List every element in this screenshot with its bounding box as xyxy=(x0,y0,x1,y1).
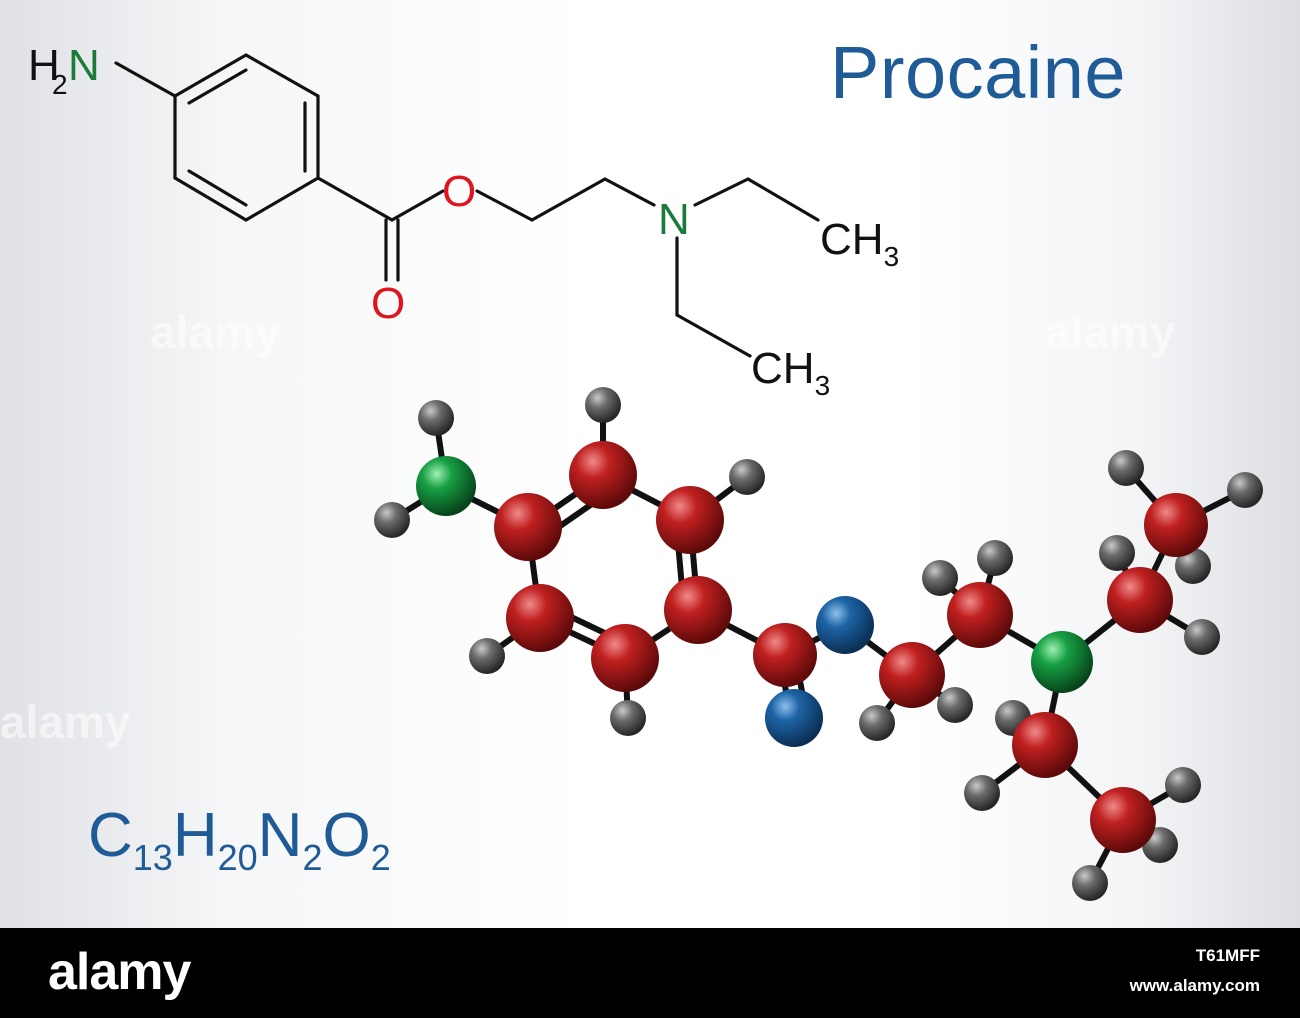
carbon-atom xyxy=(879,642,945,708)
oxygen-atom xyxy=(765,689,823,747)
carbonyl-oxygen-label: O xyxy=(371,279,405,328)
amine-label: H xyxy=(28,41,60,90)
footer-bar: alamy T61MFF www.alamy.com xyxy=(0,928,1300,1018)
image-id: T61MFF xyxy=(1195,946,1260,965)
carbon-atom xyxy=(506,584,574,652)
hydrogen-atoms-front xyxy=(964,450,1263,901)
diagram-canvas: alamy alamy alamy alamy xyxy=(0,0,1300,928)
svg-text:2: 2 xyxy=(52,69,68,100)
hydrogen-atoms xyxy=(374,387,1211,863)
carbon-atom xyxy=(1090,787,1156,853)
ester-oxygen-label: O xyxy=(442,167,476,216)
carbon-atom xyxy=(1107,567,1173,633)
skeletal-structure: H 2 N O O N CH3 CH3 xyxy=(28,41,899,401)
carbon-atom xyxy=(569,441,637,509)
footer-url: www.alamy.com xyxy=(1129,976,1260,995)
carbon-atom xyxy=(947,582,1013,648)
carbon-atom xyxy=(494,493,562,561)
carbon-atom xyxy=(1012,712,1078,778)
brand-logo: alamy xyxy=(48,943,191,1001)
ball-and-stick-model xyxy=(374,387,1263,901)
watermark: alamy xyxy=(1045,306,1176,358)
nitrogen-atom xyxy=(416,456,476,516)
carbon-atom xyxy=(591,624,659,692)
carbon-atom xyxy=(1144,493,1208,557)
watermark: alamy xyxy=(150,306,281,358)
bond xyxy=(114,61,177,98)
heavy-atoms xyxy=(416,441,1208,853)
watermark: alamy xyxy=(0,696,131,748)
tertiary-nitrogen-label: N xyxy=(658,195,690,244)
carbon-atom xyxy=(664,576,732,644)
nitrogen-atom xyxy=(1031,631,1093,693)
carbon-atom xyxy=(656,486,724,554)
carbon-atom xyxy=(753,623,817,687)
molecule-title: Procaine xyxy=(830,31,1127,114)
oxygen-atom xyxy=(816,596,874,654)
svg-text:N: N xyxy=(68,41,100,90)
molecular-formula: C13H20N2O2 xyxy=(88,801,391,878)
